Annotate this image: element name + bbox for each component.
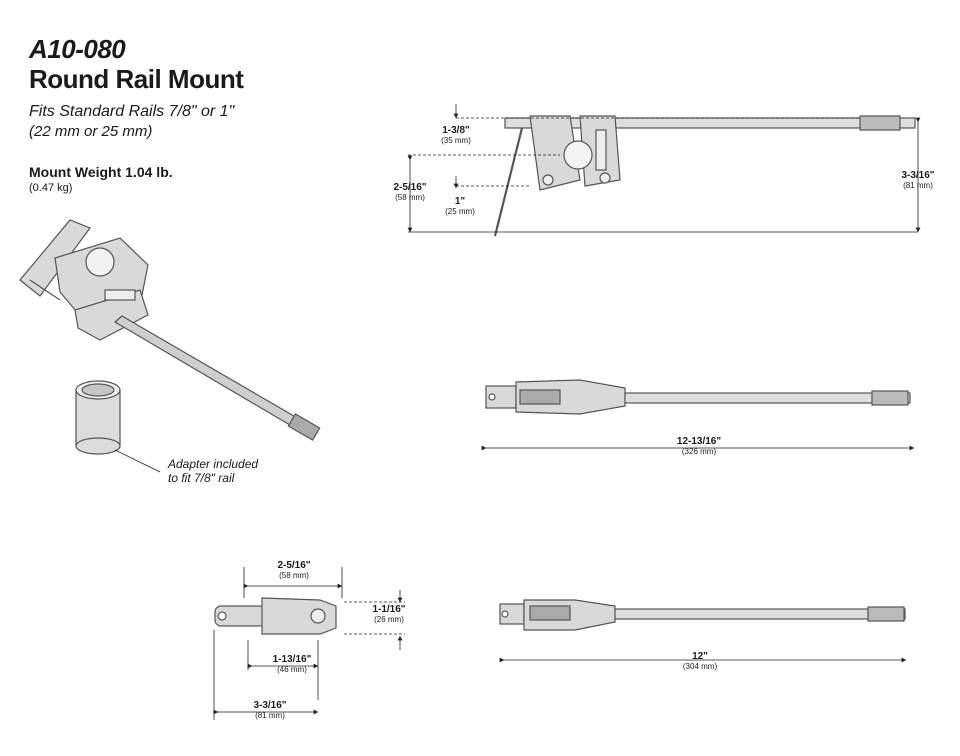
dim-label-2-5-16: 2-5/16"(58 mm) (393, 182, 427, 202)
side-view-dimension-lines (407, 104, 921, 233)
mount-weight: Mount Weight 1.04 lb. (29, 164, 173, 180)
dim-label-1: 1"(25 mm) (445, 196, 475, 216)
bottom-view-drawing (499, 599, 906, 631)
dim-label-1-3-8: 1-3/8"(35 mm) (441, 125, 471, 145)
dim-label-small-height: 1-1/16"(26 mm) (372, 604, 406, 624)
adapter-note-line2: to fit 7/8" rail (168, 471, 235, 485)
fits-rails-metric: (22 mm or 25 mm) (29, 123, 153, 140)
dim-label-small-overall: 3-3/16"(81 mm) (253, 700, 287, 720)
adapter-leader-line (114, 449, 161, 473)
end-view-dimension-lines (213, 567, 405, 720)
top-view-drawing (485, 379, 911, 415)
adapter-sleeve-illustration (75, 380, 121, 455)
adapter-note-line1: Adapter included (168, 457, 259, 471)
side-view-drawing (493, 115, 916, 237)
dim-label-small-width: 2-5/16"(58 mm) (277, 560, 311, 580)
mount-weight-metric: (0.47 kg) (29, 182, 73, 194)
mount-isometric-illustration (19, 219, 321, 441)
fits-rails-line: Fits Standard Rails 7/8" or 1" (29, 103, 235, 120)
dim-label-12: 12"(304 mm) (682, 651, 718, 671)
model-number: A10-080 (29, 34, 126, 64)
product-title: Round Rail Mount (29, 64, 244, 94)
dim-label-12-13-16: 12-13/16"(326 mm) (676, 436, 722, 456)
dim-label-small-inner: 1-13/16"(46 mm) (272, 654, 312, 674)
adapter-note: Adapter included to fit 7/8" rail (168, 457, 258, 485)
end-view-drawing (214, 597, 337, 635)
dim-label-3-3-16: 3-3/16"(81 mm) (901, 170, 935, 190)
